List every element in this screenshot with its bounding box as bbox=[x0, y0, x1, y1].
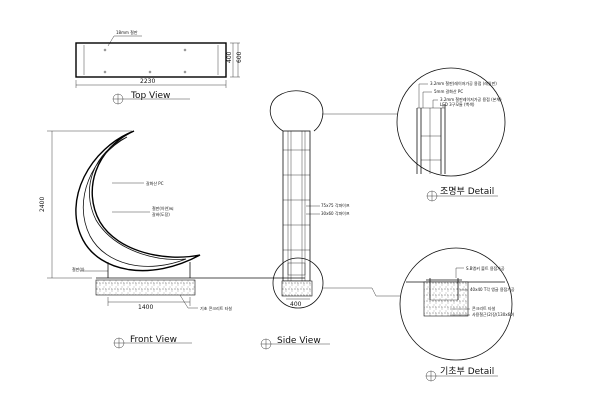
side-top-bubble bbox=[269, 90, 324, 132]
front-concrete-note: 기초 콘크리트 타설 bbox=[200, 305, 232, 311]
front-view: 갈화산 PC 철판(아연)씨 갈바(도장) 철판(아 기초 콘크리트 타설 24… bbox=[39, 130, 305, 349]
top-depth-inner-dim: 400 bbox=[226, 51, 233, 63]
side-pipe-note-2: 30x60 각파이프 bbox=[321, 210, 350, 216]
light-detail-circle bbox=[396, 67, 506, 177]
side-pipe-note-1: 75x75 각파이프 bbox=[321, 202, 350, 208]
base-note-4: 사용철근(2)장(130x60) bbox=[472, 311, 515, 317]
side-view: 75x75 각파이프 30x60 각파이프 400 Side View bbox=[260, 90, 350, 350]
side-view-title: Side View bbox=[277, 336, 321, 346]
side-width-dim: 400 bbox=[290, 301, 302, 308]
base-detail-title: 기초부 Detail bbox=[440, 366, 494, 377]
light-detail-title: 조명부 Detail bbox=[440, 186, 494, 197]
side-tower-outer bbox=[282, 130, 311, 282]
crescent-moon-outer bbox=[75, 130, 201, 272]
light-note-3: 3.2mm 철판레이저가공 용접 (본체) bbox=[440, 96, 502, 102]
front-view-title: Front View bbox=[130, 335, 177, 345]
top-plate-note: 18mm 철판 bbox=[116, 29, 138, 35]
base-detail-circle bbox=[399, 247, 513, 361]
light-note-2: 5mm 갈화산 PC bbox=[434, 88, 463, 94]
base-note-2: 40x40 T각 앵글 용접가공 bbox=[470, 286, 515, 292]
front-width-dim: 1400 bbox=[138, 304, 153, 311]
front-pc-note: 갈화산 PC bbox=[146, 180, 164, 186]
base-note-3: 콘크리트 타설 bbox=[472, 305, 496, 311]
side-base-detail-circle bbox=[272, 257, 324, 309]
top-plate bbox=[75, 42, 227, 78]
top-depth-outer-dim: 600 bbox=[236, 51, 243, 63]
top-width-dim: 2230 bbox=[140, 78, 155, 85]
crescent-moon-inner bbox=[82, 136, 187, 267]
front-frame-note-2: 갈바(도장) bbox=[152, 211, 170, 217]
base-detail-concrete bbox=[423, 281, 469, 317]
base-note-1: S.B앵커 볼트 용접가공 bbox=[466, 265, 505, 271]
front-concrete-base bbox=[95, 279, 196, 296]
light-note-1: 3.2mm 철판(레이저가공 용접 (레일판) bbox=[430, 80, 497, 86]
front-base-note: 철판(아 bbox=[72, 266, 85, 272]
base-detail: S.B앵커 볼트 용접가공 40x40 T각 앵글 용접가공 콘크리트 타설 사… bbox=[323, 247, 515, 382]
light-note-4: LED 3구모듈 (백색) bbox=[440, 101, 475, 107]
top-view-title: Top View bbox=[130, 91, 170, 101]
front-frame-note-1: 철판(아연)씨 bbox=[152, 205, 174, 211]
side-concrete-base bbox=[281, 280, 313, 297]
light-detail: 3.2mm 철판(레이저가공 용접 (레일판) 5mm 갈화산 PC 3.2mm… bbox=[322, 67, 506, 202]
top-view: 18mm 철판 2230 400 600 Top View bbox=[75, 29, 243, 105]
front-height-dim: 2400 bbox=[39, 197, 46, 212]
